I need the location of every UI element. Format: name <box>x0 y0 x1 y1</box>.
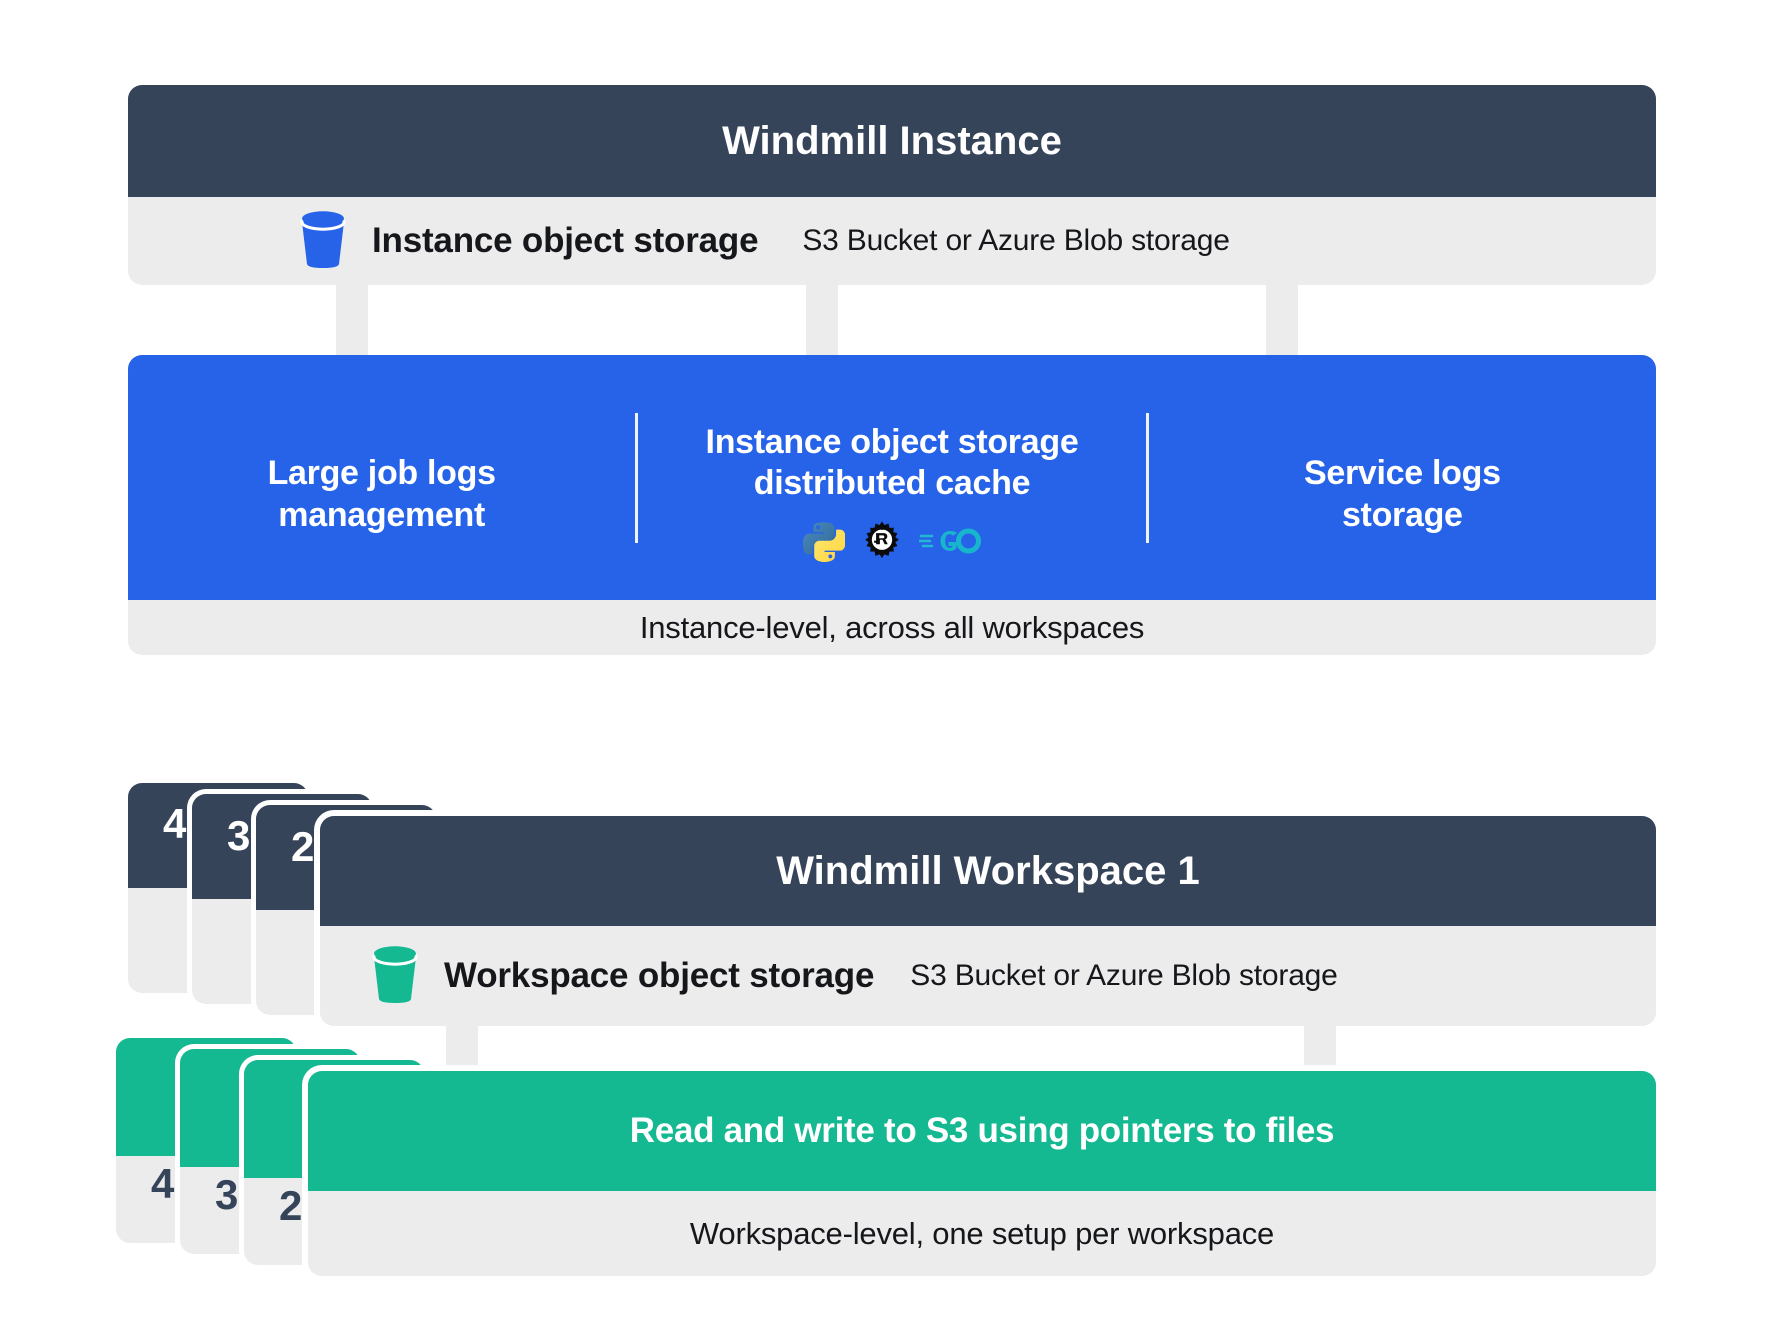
green-stack-number-3: 3 <box>215 1171 239 1218</box>
feature-title-line2: distributed cache <box>753 464 1031 502</box>
rust-icon <box>861 520 903 567</box>
instance-storage-label: Instance object storage <box>372 221 759 260</box>
workspace-card: Windmill Workspace 1 Workspace object st… <box>320 816 1656 1026</box>
bucket-icon-blue <box>296 208 350 275</box>
workspace-storage-row: Workspace object storage S3 Bucket or Az… <box>320 926 1656 1026</box>
green-panel-title-bar: Read and write to S3 using pointers to f… <box>308 1071 1656 1191</box>
instance-card: Windmill Instance Instance object storag… <box>128 85 1656 285</box>
feature-divider <box>635 412 639 543</box>
instance-caption-bar: Instance-level, across all workspaces <box>128 600 1656 655</box>
instance-features-panel: Large job logs management Instance objec… <box>128 355 1656 655</box>
instance-title: Windmill Instance <box>128 85 1656 197</box>
workspace-storage-sublabel: S3 Bucket or Azure Blob storage <box>910 959 1338 992</box>
feature-large-job-logs: Large job logs management <box>128 355 635 600</box>
green-stack-number-4: 4 <box>151 1160 175 1207</box>
green-panel-title: Read and write to S3 using pointers to f… <box>629 1111 1335 1150</box>
feature-row: Large job logs management Instance objec… <box>128 355 1656 600</box>
workspace-storage-label: Workspace object storage <box>444 956 875 995</box>
green-panel: Read and write to S3 using pointers to f… <box>308 1071 1656 1276</box>
go-icon <box>917 525 981 562</box>
instance-caption: Instance-level, across all workspaces <box>639 609 1145 645</box>
python-icon <box>802 520 847 567</box>
language-icons <box>802 520 981 567</box>
green-stack-number-2: 2 <box>279 1182 303 1229</box>
workspace-stack-number-3: 3 <box>227 812 251 859</box>
feature-distributed-cache: Instance object storage distributed cach… <box>638 355 1145 600</box>
bucket-icon-green <box>368 943 422 1010</box>
feature-divider <box>1145 412 1149 543</box>
feature-title-line1: Service logs <box>1303 454 1501 493</box>
workspace-title: Windmill Workspace 1 <box>320 816 1656 926</box>
workspace-stack-number-4: 4 <box>163 800 187 847</box>
instance-storage-sublabel: S3 Bucket or Azure Blob storage <box>802 224 1230 257</box>
feature-title: Large job logs management <box>268 453 496 536</box>
workspace-caption: Workspace-level, one setup per workspace <box>689 1215 1275 1251</box>
feature-title-line1: Large job logs <box>267 454 496 493</box>
feature-title: Instance object storage distributed cach… <box>706 422 1079 505</box>
feature-title-line1: Instance object storage <box>705 422 1079 461</box>
feature-title: Service logs storage <box>1304 453 1501 536</box>
workspace-caption-bar: Workspace-level, one setup per workspace <box>308 1191 1656 1276</box>
instance-storage-row: Instance object storage S3 Bucket or Azu… <box>128 197 1656 285</box>
feature-title-line2: storage <box>1341 495 1463 534</box>
feature-title-line2: management <box>278 495 486 534</box>
workspace-stack-number-2: 2 <box>291 823 315 870</box>
feature-service-logs: Service logs storage <box>1149 355 1656 600</box>
